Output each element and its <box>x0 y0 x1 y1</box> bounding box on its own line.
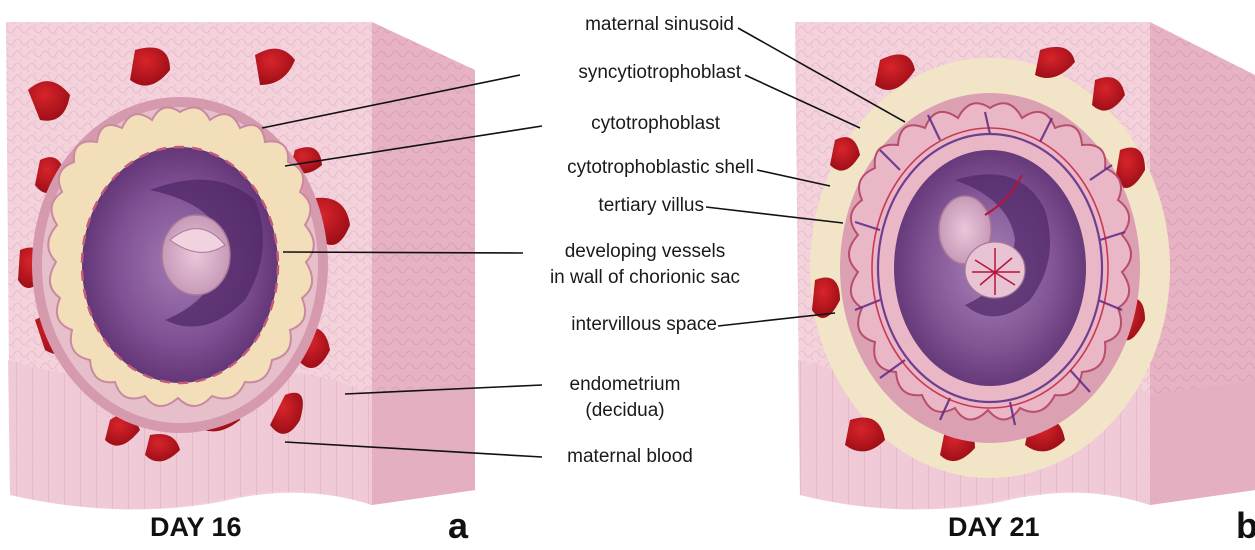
caption-day16: DAY 16 <box>150 512 242 543</box>
label-decidua: (decidua) <box>545 400 705 422</box>
label-tertiary-villus: tertiary villus <box>540 195 704 217</box>
label-developing-vessels-line2: in wall of chorionic sac <box>505 267 785 289</box>
label-maternal-blood: maternal blood <box>545 446 715 468</box>
caption-day21: DAY 21 <box>948 512 1040 543</box>
day21-illustration <box>795 22 1255 510</box>
label-cytotrophoblastic-shell: cytotrophoblastic shell <box>508 157 754 179</box>
label-cytotrophoblast: cytotrophoblast <box>540 113 720 135</box>
label-endometrium: endometrium <box>545 374 705 396</box>
label-syncytiotrophoblast: syncytiotrophoblast <box>505 62 741 84</box>
label-developing-vessels-line1: developing vessels <box>505 241 785 263</box>
label-intervillous-space: intervillous space <box>525 314 717 336</box>
label-maternal-sinusoid: maternal sinusoid <box>520 14 734 36</box>
panel-letter-a: a <box>448 505 468 547</box>
embryonic-disc <box>162 215 230 295</box>
day16-illustration <box>6 22 475 510</box>
panel-letter-b: b <box>1236 505 1255 547</box>
